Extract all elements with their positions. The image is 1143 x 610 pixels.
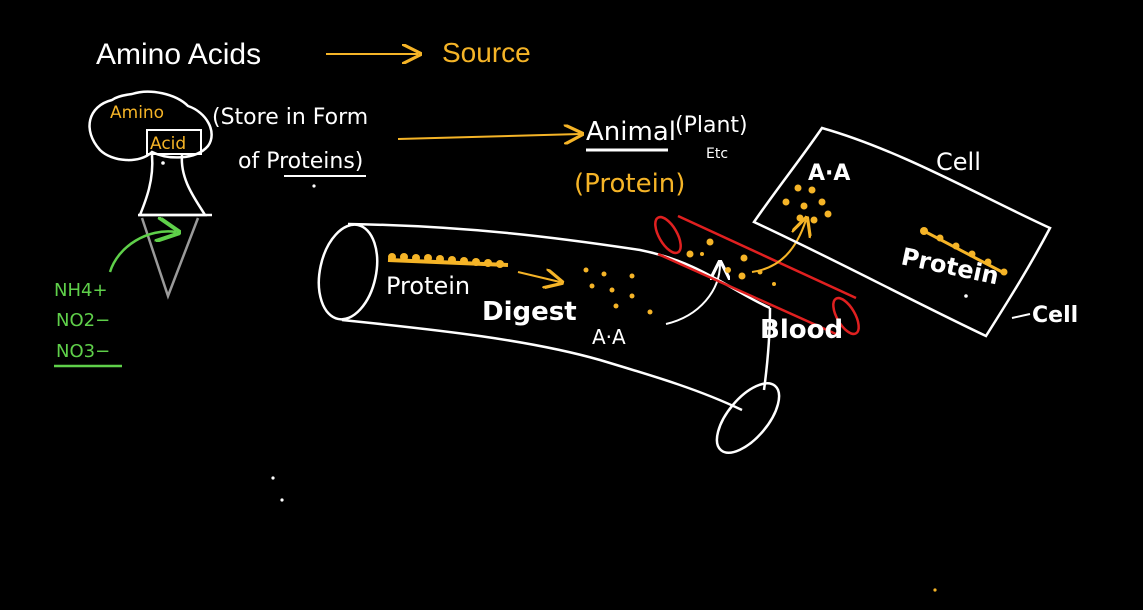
source-label: Source bbox=[442, 37, 531, 68]
page-title: Amino Acids bbox=[96, 38, 261, 71]
no2-label: NO2− bbox=[56, 310, 110, 331]
cell-label-2: Cell bbox=[1032, 303, 1078, 328]
no3-label: NO3− bbox=[56, 341, 110, 362]
cell-outline bbox=[752, 126, 1052, 338]
cell-aa-label: A·A bbox=[808, 161, 850, 186]
cell-dot bbox=[964, 294, 968, 298]
gut-protein-label: Protein bbox=[386, 272, 470, 300]
nitrogen-uptake-arrow bbox=[108, 231, 176, 273]
store-line-1: (Store in Form bbox=[212, 105, 368, 130]
digest-label: Digest bbox=[482, 297, 577, 327]
stray-dot-1 bbox=[271, 476, 275, 480]
intestine-tube bbox=[317, 222, 781, 454]
cell-pointer-line bbox=[1011, 313, 1031, 319]
vessel-top-wall bbox=[677, 214, 857, 300]
amino-label: Amino bbox=[110, 103, 164, 123]
protein-chain bbox=[387, 253, 509, 268]
vessel-end-right bbox=[832, 296, 860, 336]
blood-vessel bbox=[654, 214, 860, 336]
animal-label: Animal bbox=[586, 117, 676, 147]
vessel-end-left bbox=[654, 215, 682, 255]
amino-acid-cloud bbox=[88, 90, 213, 162]
cell-protein-label: Protein bbox=[899, 242, 1002, 290]
etc-label: Etc bbox=[706, 146, 728, 162]
plant-drawing: Amino Acid bbox=[88, 90, 213, 300]
vessel-bottom-wall bbox=[657, 252, 837, 336]
cell-label: Cell bbox=[936, 148, 981, 176]
root-cone bbox=[140, 217, 200, 300]
intestine-lower-wall bbox=[341, 318, 743, 412]
acid-box bbox=[146, 129, 202, 155]
stem-shape bbox=[138, 154, 208, 217]
proteins-to-animal-arrow bbox=[397, 134, 580, 139]
stray-dot-2 bbox=[280, 498, 284, 502]
protein-paren-label: (Protein) bbox=[574, 169, 685, 199]
plant-paren-label: (Plant) bbox=[675, 113, 748, 138]
intestine-opening bbox=[317, 223, 379, 321]
digest-arrow bbox=[517, 272, 560, 282]
blood-amino-acid-dots bbox=[686, 238, 776, 286]
intestine-exit bbox=[715, 382, 781, 454]
store-line-2: of Proteins) bbox=[238, 149, 363, 174]
dot-mark bbox=[312, 184, 316, 188]
acid-label: Acid bbox=[150, 134, 186, 154]
blood-label: Blood bbox=[760, 315, 843, 345]
intestine-bend bbox=[762, 307, 772, 391]
stem-dot bbox=[161, 161, 165, 165]
stray-dot-3 bbox=[933, 588, 937, 592]
gut-aa-label: A·A bbox=[592, 325, 626, 349]
cell-protein-chain bbox=[920, 227, 1008, 276]
gut-to-blood-arrow bbox=[665, 264, 720, 325]
gut-amino-acid-dots bbox=[583, 267, 653, 315]
blood-to-cell-arrow bbox=[751, 220, 806, 273]
nh4-label: NH4+ bbox=[54, 280, 108, 301]
cell-amino-acid-dots bbox=[782, 184, 832, 224]
